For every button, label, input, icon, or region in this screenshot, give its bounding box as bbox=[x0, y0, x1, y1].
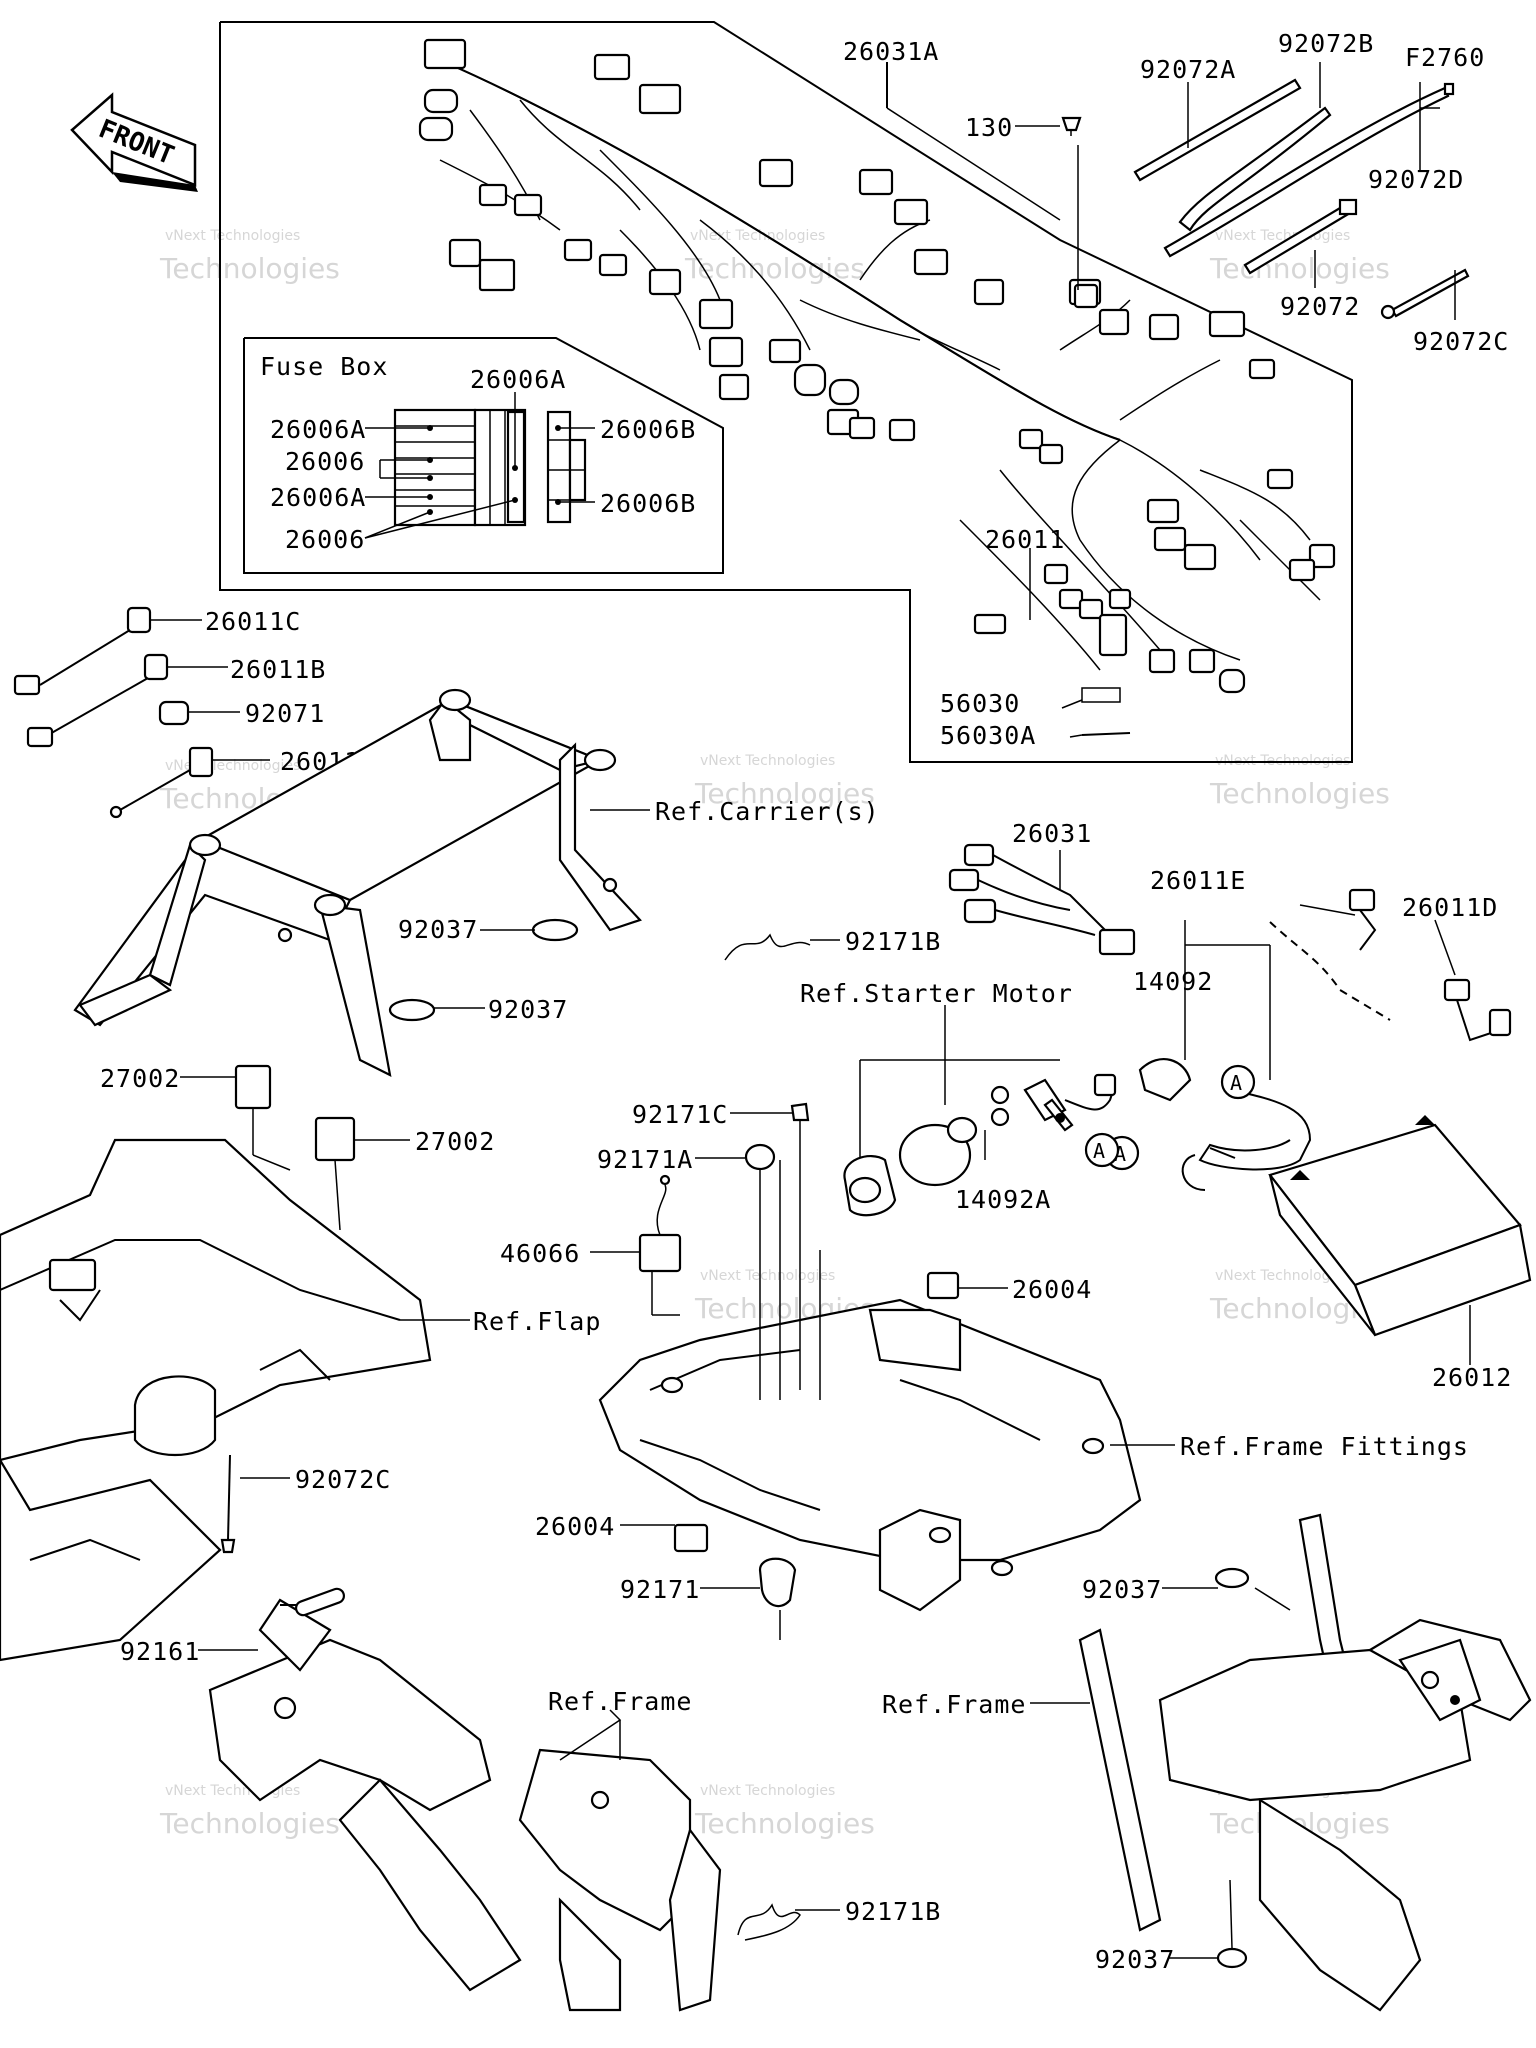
cable-ties-group bbox=[1061, 78, 1470, 320]
callout-92171A: 92171A bbox=[597, 1145, 693, 1174]
callout-92037-b: 92037 bbox=[488, 995, 568, 1024]
relay-46066 bbox=[590, 1174, 682, 1316]
callout-26006-2: 26006 bbox=[285, 525, 365, 554]
callout-92037-d: 92037 bbox=[1095, 1945, 1175, 1974]
relays-27002 bbox=[180, 1064, 410, 1231]
svg-text:Technologies: Technologies bbox=[694, 1807, 875, 1840]
starter-relay-area bbox=[843, 1005, 1120, 1217]
callout-26004-b: 26004 bbox=[535, 1512, 615, 1541]
fuse-leaders bbox=[364, 392, 595, 539]
svg-text:Technologies: Technologies bbox=[1209, 252, 1390, 285]
callout-92072C-top: 92072C bbox=[1413, 327, 1509, 356]
callout-14092A: 14092A bbox=[955, 1185, 1051, 1214]
frame-lower-right bbox=[1030, 1513, 1532, 2012]
carrier-frame bbox=[73, 688, 650, 1077]
harness-group-outline bbox=[219, 21, 1353, 763]
sub-harnesses-left bbox=[13, 606, 270, 819]
callout-26011: 26011 bbox=[985, 525, 1065, 554]
svg-text:Technologies: Technologies bbox=[1209, 777, 1390, 810]
callout-26011C: 26011C bbox=[205, 607, 301, 636]
ref-frame-a: Ref.Frame bbox=[548, 1687, 692, 1716]
clamps-carrier bbox=[388, 918, 579, 1022]
callout-46066: 46066 bbox=[500, 1239, 580, 1268]
ref-frame-b: Ref.Frame bbox=[882, 1690, 1026, 1719]
callout-27002-a: 27002 bbox=[100, 1064, 180, 1093]
fuse-box-title: Fuse Box bbox=[260, 352, 388, 381]
callout-27002-b: 27002 bbox=[415, 1127, 495, 1156]
frame-fittings-tray bbox=[598, 1298, 1175, 1612]
svg-text:vNext Technologies: vNext Technologies bbox=[1215, 1268, 1350, 1284]
harness-connectors bbox=[418, 38, 1336, 694]
callout-26006A-top: 26006A bbox=[470, 365, 566, 394]
svg-text:vNext Technologies: vNext Technologies bbox=[700, 1783, 835, 1799]
callout-130: 130 bbox=[965, 113, 1013, 142]
callout-92037-a: 92037 bbox=[398, 915, 478, 944]
callout-26011B: 26011B bbox=[230, 655, 326, 684]
callout-92037-c: 92037 bbox=[1082, 1575, 1162, 1604]
ref-starter-motor: Ref.Starter Motor bbox=[800, 979, 1073, 1008]
clips-92171 bbox=[620, 1102, 1008, 1640]
callout-92072D: 92072D bbox=[1368, 165, 1464, 194]
callout-26006-1: 26006 bbox=[285, 447, 365, 476]
callout-92161: 92161 bbox=[120, 1637, 200, 1666]
battery bbox=[1268, 1115, 1532, 1365]
front-arrow-icon: FRONT bbox=[70, 92, 198, 192]
callout-92171B-bottom: 92171B bbox=[845, 1897, 941, 1926]
svg-text:vNext Technologies: vNext Technologies bbox=[165, 228, 300, 244]
callout-92171B-top: 92171B bbox=[845, 927, 941, 956]
svg-text:Technologies: Technologies bbox=[159, 1807, 340, 1840]
callout-92071: 92071 bbox=[245, 699, 325, 728]
callout-14092: 14092 bbox=[1133, 967, 1213, 996]
marker-a-1: A bbox=[1230, 1071, 1242, 1095]
svg-text:vNext Technologies: vNext Technologies bbox=[700, 753, 835, 769]
callout-26031A: 26031A bbox=[843, 37, 939, 66]
callout-26006B-1: 26006B bbox=[600, 415, 696, 444]
callout-92171: 92171 bbox=[620, 1575, 700, 1604]
frame-lower-left bbox=[198, 1587, 722, 2012]
svg-text:Technologies: Technologies bbox=[694, 777, 875, 810]
callout-56030: 56030 bbox=[940, 689, 1020, 718]
callout-92072B: 92072B bbox=[1278, 29, 1374, 58]
top-leaders bbox=[886, 62, 1456, 738]
ref-frame-fittings: Ref.Frame Fittings bbox=[1180, 1432, 1469, 1461]
flap bbox=[0, 1138, 470, 1662]
battery-cables bbox=[1104, 888, 1512, 1191]
harness-26031 bbox=[948, 843, 1136, 956]
callout-92171C: 92171C bbox=[632, 1100, 728, 1129]
harness-labels-56030 bbox=[1081, 687, 1131, 736]
ref-carriers: Ref.Carrier(s) bbox=[655, 797, 880, 826]
callout-26006B-2: 26006B bbox=[600, 489, 696, 518]
marker-a-starter: A bbox=[1093, 1139, 1105, 1163]
callout-26012: 26012 bbox=[1432, 1363, 1512, 1392]
callout-26006A-2: 26006A bbox=[270, 483, 366, 512]
clip-92171B-bottom bbox=[737, 1903, 840, 1941]
callout-92072C-bottom: 92072C bbox=[295, 1465, 391, 1494]
fuse-box-inset: Fuse Box bbox=[243, 337, 724, 574]
clip-92171B-top bbox=[724, 933, 840, 961]
callout-92072A: 92072A bbox=[1140, 55, 1236, 84]
callout-26031: 26031 bbox=[1012, 819, 1092, 848]
tie-92072C-bottom bbox=[220, 1454, 290, 1554]
callout-26004-a: 26004 bbox=[1012, 1275, 1092, 1304]
callout-26011E: 26011E bbox=[1150, 866, 1246, 895]
callout-56030A: 56030A bbox=[940, 721, 1036, 750]
ref-flap: Ref.Flap bbox=[473, 1307, 601, 1336]
svg-text:vNext Technologies: vNext Technologies bbox=[700, 1268, 835, 1284]
callout-26011D: 26011D bbox=[1402, 893, 1498, 922]
callout-92072: 92072 bbox=[1280, 292, 1360, 321]
callout-26006A-1: 26006A bbox=[270, 415, 366, 444]
callout-F2760: F2760 bbox=[1405, 43, 1485, 72]
svg-text:Technologies: Technologies bbox=[159, 252, 340, 285]
